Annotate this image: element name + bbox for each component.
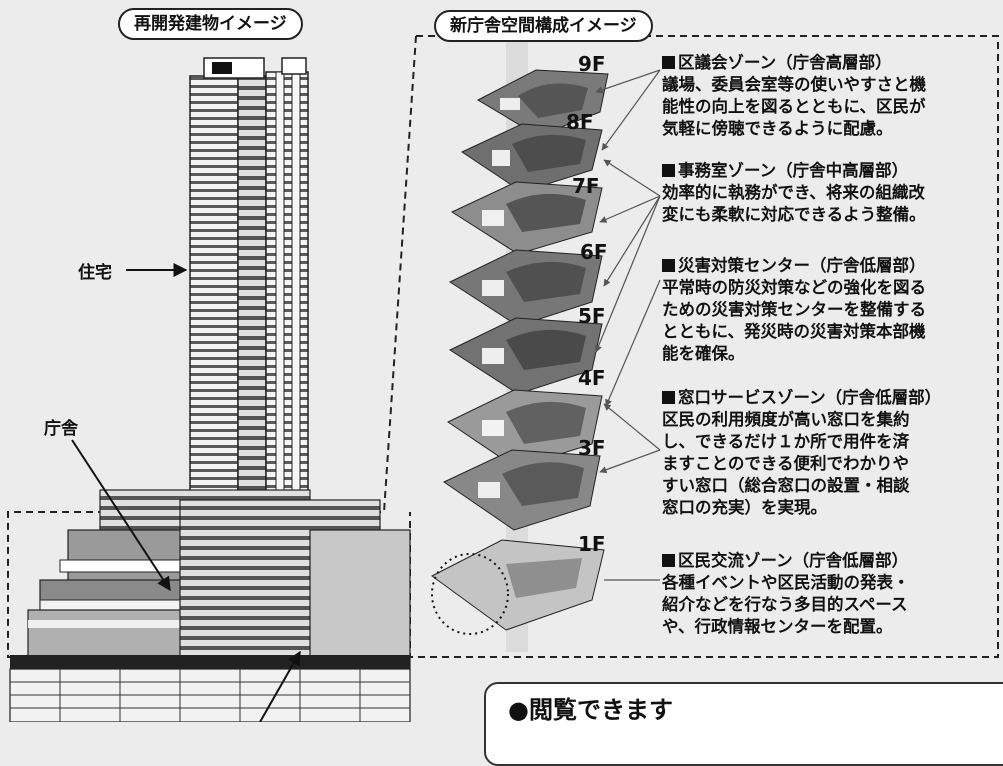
- government-podium: [9, 489, 411, 722]
- floor-label-6F: 6F: [580, 240, 608, 264]
- zone-line: とともに、発災時の災害対策本部機: [662, 322, 926, 341]
- zone-title-text: 事務室ゾーン（庁舎中高層部）: [678, 161, 909, 180]
- zone-title-text: 窓口サービスゾーン（庁舎低層部）: [678, 388, 942, 407]
- zone-body: 議場、委員会室等の使いやすさと機 能性の向上を図るとともに、区民が 気軽に傍聴で…: [662, 74, 998, 140]
- floor-label-3F: 3F: [578, 436, 606, 460]
- zone-line: 各種イベントや区民活動の発表・: [662, 573, 910, 592]
- building-image-heading: 再開発建物イメージ: [118, 8, 303, 40]
- zone-disaster-center: 災害対策センター（庁舎低層部） 平常時の防災対策などの強化を図る ための災害対策…: [662, 255, 998, 365]
- zone-title: 事務室ゾーン（庁舎中高層部）: [662, 160, 998, 182]
- zone-title: 区民交流ゾーン（庁舎低層部）: [662, 550, 998, 572]
- zone-line: 気軽に傍聴できるように配慮。: [662, 119, 893, 138]
- zone-body: 効率的に執務ができ、将来の組織改 変にも柔軟に対応できるよう整備。: [662, 182, 998, 226]
- floor-label-7F: 7F: [572, 174, 600, 198]
- zone-line: 議場、委員会室等の使いやすさと機: [662, 75, 926, 94]
- floor-plate-1F: [431, 539, 605, 635]
- viewing-notice-text: ●閲覧できます: [508, 696, 673, 724]
- zone-office: 事務室ゾーン（庁舎中高層部） 効率的に執務ができ、将来の組織改 変にも柔軟に対応…: [662, 160, 998, 226]
- zone-body: 各種イベントや区民活動の発表・ 紹介などを行なう多目的スペース や、行政情報セン…: [662, 572, 998, 638]
- zone-title-text: 区民交流ゾーン（庁舎低層部）: [678, 551, 909, 570]
- zone-line: 能性の向上を図るとともに、区民が: [662, 97, 926, 116]
- floor-label-9F: 9F: [578, 52, 606, 76]
- floor-plate-8F: [460, 123, 603, 193]
- bullet-square-icon: [662, 554, 675, 567]
- zone-line: 変にも柔軟に対応できるよう整備。: [662, 205, 926, 224]
- zone-line: 窓口の充実）を実現。: [662, 498, 827, 517]
- diagram-artwork: [7, 35, 999, 722]
- zone-body: 区民の利用頻度が高い窓口を集約 し、できるだけ１か所で用件を済 ますことのできる…: [662, 409, 998, 519]
- government-pointer: [71, 439, 171, 592]
- floor-plate-9F: [476, 69, 609, 137]
- residential-tower: [189, 57, 309, 673]
- zone-title-text: 災害対策センター（庁舎低層部）: [678, 256, 926, 275]
- bullet-square-icon: [662, 56, 675, 69]
- zone-counter-service: 窓口サービスゾーン（庁舎低層部） 区民の利用頻度が高い窓口を集約 し、できるだけ…: [662, 387, 998, 519]
- floor-plate-5F: [448, 317, 603, 395]
- zone-title: 区議会ゾーン（庁舎高層部）: [662, 52, 998, 74]
- floor-plate-4F: [447, 389, 603, 469]
- zone-title-text: 区議会ゾーン（庁舎高層部）: [678, 53, 892, 72]
- zone-line: すい窓口（総合窓口の設置・相談: [662, 476, 910, 495]
- bullet-square-icon: [662, 391, 675, 404]
- floor-label-1F: 1F: [578, 532, 606, 556]
- zone-line: 平常時の防災対策などの強化を図る: [662, 278, 926, 297]
- zone-line: し、できるだけ１か所で用件を済: [662, 432, 910, 451]
- floor-plate-6F: [448, 249, 603, 327]
- floor-stack: [431, 40, 609, 652]
- zone-line: 能を確保。: [662, 344, 745, 363]
- floor-label-8F: 8F: [566, 110, 594, 134]
- zone-line: 紹介などを行なう多目的スペース: [662, 595, 908, 614]
- floor-plate-3F: [442, 449, 601, 531]
- zone-community-exchange: 区民交流ゾーン（庁舎低層部） 各種イベントや区民活動の発表・ 紹介などを行なう多…: [662, 550, 998, 638]
- floor-label-5F: 5F: [578, 304, 606, 328]
- floor-plate-7F: [450, 181, 603, 255]
- residential-label: 住宅: [78, 263, 112, 283]
- zone-line: ますことのできる便利でわかりや: [662, 454, 910, 473]
- government-label: 庁舎: [44, 419, 78, 439]
- zone-title: 災害対策センター（庁舎低層部）: [662, 255, 998, 277]
- new-office-layout-heading: 新庁舎空間構成イメージ: [434, 10, 653, 42]
- zone-assembly: 区議会ゾーン（庁舎高層部） 議場、委員会室等の使いやすさと機 能性の向上を図ると…: [662, 52, 998, 140]
- bullet-square-icon: [662, 259, 675, 272]
- zone-line: ための災害対策センターを整備する: [662, 300, 926, 319]
- zone-line: 区民の利用頻度が高い窓口を集約: [662, 410, 910, 429]
- zone-title: 窓口サービスゾーン（庁舎低層部）: [662, 387, 998, 409]
- zone-line: や、行政情報センターを配置。: [662, 617, 893, 636]
- zone-body: 平常時の防災対策などの強化を図る ための災害対策センターを整備する とともに、発…: [662, 277, 998, 365]
- viewing-notice-box: ●閲覧できます: [484, 682, 1003, 766]
- bullet-square-icon: [662, 164, 675, 177]
- zone-line: 効率的に執務ができ、将来の組織改: [662, 183, 925, 202]
- floor-label-4F: 4F: [578, 366, 606, 390]
- bottom-pointer: [259, 650, 301, 722]
